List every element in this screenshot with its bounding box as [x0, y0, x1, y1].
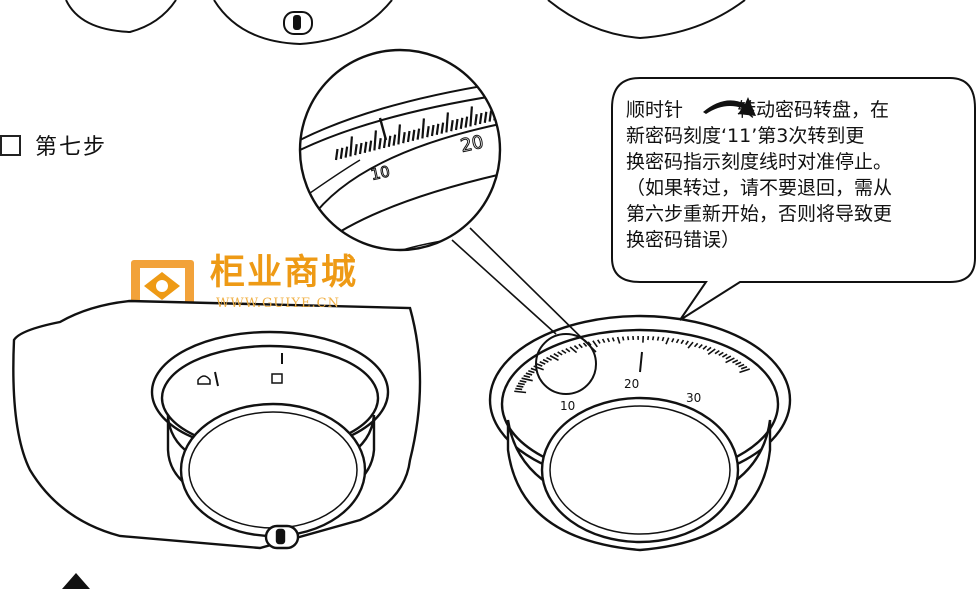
scale-label-20: 20 — [624, 377, 639, 391]
zoom-connector — [469, 227, 597, 353]
callout-line-2: 新密码刻度‘11’第3次转到更 — [626, 125, 865, 147]
scale-label-30: 30 — [686, 391, 701, 405]
dial-knob-top — [540, 396, 740, 544]
logo-url: WWW.GUIYE.CN — [216, 296, 340, 311]
dial-scale-labels: 10 20 30 — [560, 377, 701, 413]
callout-bubble — [611, 77, 976, 321]
callout-line-1: 顺时针转动密码转盘，在 — [626, 99, 890, 121]
checkbox-icon — [0, 135, 21, 156]
zoom-target-circle — [535, 333, 597, 395]
triangle-marker-icon — [62, 573, 90, 589]
step-heading: 第七步 — [0, 129, 107, 161]
zoom-label-10: 10 — [369, 162, 391, 184]
scale-label-10: 10 — [560, 399, 575, 413]
logo-name: 柜业商城 — [210, 253, 359, 293]
logo-icon — [131, 260, 194, 312]
previous-step-dial-right — [547, 0, 746, 40]
clockwise-arrow-icon — [703, 97, 756, 116]
dial-knob-top — [179, 402, 367, 538]
callout-line-4: （如果转过，请不要退回，需从 — [626, 177, 893, 199]
callout-line-6: 换密码错误） — [626, 229, 741, 251]
callout-text: 顺时针转动密码转盘，在 新密码刻度‘11’第3次转到更 换密码指示刻度线时对准停… — [626, 97, 966, 253]
zoom-connector — [451, 239, 557, 335]
zoom-detail: 10 20 — [298, 48, 502, 252]
left-lock-illustration — [12, 299, 422, 550]
dial-scale-ticks — [514, 335, 751, 394]
callout-line-3: 换密码指示刻度线时对准停止。 — [626, 151, 893, 173]
previous-step-dial-left — [65, 0, 393, 46]
right-dial-illustration — [488, 314, 792, 552]
unlock-icon — [197, 375, 211, 385]
callout-line-5: 第六步重新开始，否则将导致更 — [626, 203, 893, 225]
lock-icon — [271, 373, 283, 384]
index-line — [639, 351, 643, 373]
step-label: 第七步 — [35, 135, 108, 160]
